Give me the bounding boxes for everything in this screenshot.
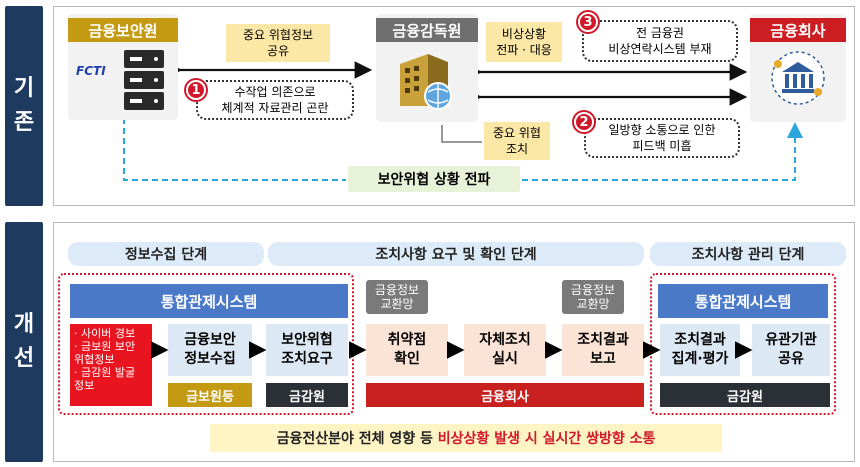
- emergency-line: 비상상황: [501, 27, 547, 41]
- problem-line: 일방향 소통으로 인한: [608, 123, 716, 137]
- measure-connector: [441, 125, 482, 143]
- exchange-line: 금융정보: [570, 283, 616, 297]
- exchange-line: 금융정보: [374, 283, 420, 297]
- emergency-line: 전파 · 대응: [496, 43, 552, 57]
- step-line: 집계·평가: [671, 351, 729, 367]
- problem-box-1: 수작업 의존으로 체계적 자료관리 곤란: [196, 80, 354, 120]
- problem-line: 수작업 의존으로: [234, 85, 316, 99]
- problem-badge-2: 2: [574, 112, 594, 132]
- side-char: 기: [13, 76, 35, 101]
- problem-line: 피드백 미흡: [632, 139, 692, 153]
- step-line: 자체조치: [479, 332, 531, 348]
- exchange-line: 교환망: [380, 297, 414, 311]
- side-label-improved: 개 선: [5, 222, 43, 462]
- side-char: 존: [13, 110, 35, 135]
- stage-manage: 조치사항 관리 단계: [650, 242, 846, 266]
- owner-fsi: 금보원등: [168, 383, 252, 407]
- source-item: · 금보원 보안 위협정보: [74, 340, 136, 366]
- measure-box: 중요 위협 조치: [484, 122, 550, 160]
- step-report: 조치결과 보고: [562, 324, 644, 376]
- share-line: 공유: [266, 44, 290, 58]
- step-line: 조치결과: [674, 332, 726, 348]
- step-line: 조치요구: [281, 351, 333, 367]
- step-request: 보안위협 조치요구: [266, 324, 348, 376]
- emergency-box: 비상상황 전파 · 대응: [486, 22, 562, 62]
- bank-icon: [771, 51, 825, 105]
- problem-badge-1: 1: [186, 80, 206, 100]
- source-item: · 금감원 발굴 정보: [74, 366, 136, 392]
- step-line: 공유: [778, 351, 804, 367]
- step-line: 금융보안: [184, 332, 236, 348]
- company-title: 금융회사: [750, 18, 846, 42]
- exchange-net-2: 금융정보 교환망: [562, 280, 624, 314]
- integrated-system-left: 통합관제시스템: [70, 284, 348, 318]
- owner-fss-2: 금감원: [660, 383, 830, 407]
- owner-fss: 금감원: [266, 383, 348, 407]
- source-item: · 사이버 경보: [74, 327, 136, 340]
- propagation-label: 보안위협 상황 전파: [346, 164, 522, 194]
- exchange-net-1: 금융정보 교환망: [366, 280, 428, 314]
- problem-line: 전 금융권: [636, 26, 684, 40]
- step-line: 보고: [590, 351, 616, 367]
- integrated-system-right: 통합관제시스템: [658, 284, 828, 318]
- fcti-logo: FCTI: [76, 64, 106, 78]
- step-share: 유관기관 공유: [752, 324, 830, 376]
- step-line: 실시: [492, 351, 518, 367]
- share-line: 중요 위협정보: [242, 28, 314, 42]
- problem-box-3: 전 금융권 비상연락시스템 부재: [582, 20, 738, 62]
- side-label-existing: 기 존: [5, 6, 43, 206]
- step-line: 유관기관: [765, 332, 817, 348]
- step-collect: 금융보안 정보수집: [168, 324, 252, 376]
- step-line: 정보수집: [184, 351, 236, 367]
- problem-line: 비상연락시스템 부재: [608, 42, 712, 56]
- step-line: 조치결과: [577, 332, 629, 348]
- measure-line: 중요 위협: [493, 126, 541, 140]
- side-char: 선: [13, 346, 35, 371]
- owner-company: 금융회사: [366, 383, 644, 407]
- measure-line: 조치: [505, 142, 529, 156]
- step-check: 취약점 확인: [366, 324, 448, 376]
- stage-collect: 정보수집 단계: [68, 242, 264, 266]
- step-line: 보안위협: [281, 332, 333, 348]
- server-icon: [124, 50, 164, 110]
- share-box: 중요 위협정보 공유: [226, 24, 330, 62]
- source-box: · 사이버 경보 · 금보원 보안 위협정보 · 금감원 발굴 정보: [70, 324, 152, 406]
- step-line: 확인: [394, 351, 420, 367]
- problem-box-2: 일방향 소통으로 인한 피드백 미흡: [584, 118, 740, 158]
- step-line: 취약점: [387, 332, 427, 348]
- stage-request: 조치사항 요구 및 확인 단계: [268, 242, 644, 266]
- footer-banner: 금융전산분야 전체 영향 등 비상상황 발생 시 실시간 쌍방향 소통: [210, 424, 722, 452]
- footer-highlight: 비상상황 발생 시 실시간 쌍방향 소통: [437, 431, 656, 447]
- building-icon: [400, 54, 452, 110]
- exchange-line: 교환망: [576, 297, 610, 311]
- fss-title: 금융감독원: [376, 18, 478, 42]
- problem-line: 체계적 자료관리 곤란: [221, 101, 329, 115]
- footer-text: 금융전산분야 전체 영향 등: [276, 431, 438, 447]
- problem-badge-3: 3: [578, 12, 598, 32]
- propagation-line: [123, 118, 803, 181]
- fsi-title: 금융보안원: [68, 18, 178, 42]
- side-char: 개: [13, 312, 35, 337]
- step-aggregate: 조치결과 집계·평가: [660, 324, 740, 376]
- step-self-action: 자체조치 실시: [464, 324, 546, 376]
